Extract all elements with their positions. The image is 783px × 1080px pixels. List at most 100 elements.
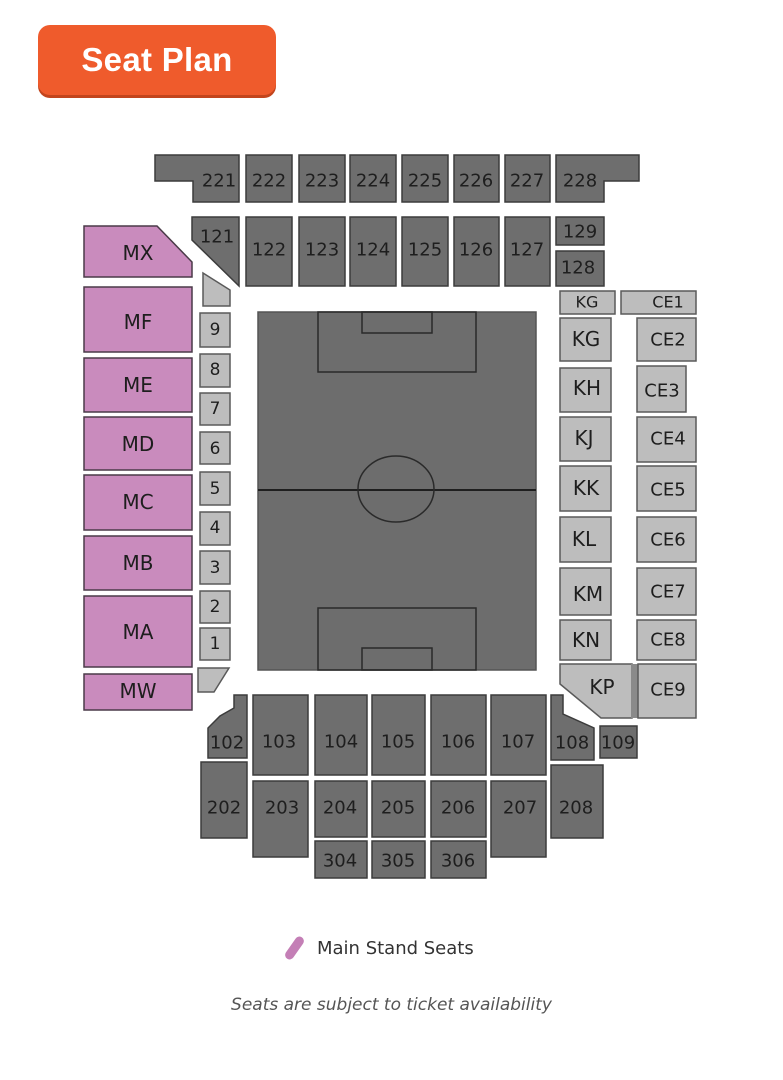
section-125[interactable] [401,216,449,287]
section-227[interactable] [504,154,551,203]
section-105[interactable] [371,694,426,776]
section-corner-sw[interactable] [197,667,231,693]
section-203[interactable] [252,780,309,858]
section-305[interactable] [371,840,426,879]
svg-text:106: 106 [441,732,475,753]
svg-text:CE2: CE2 [650,330,685,351]
section-KH[interactable] [559,367,612,413]
section-123[interactable] [298,216,346,287]
svg-text:KK: KK [573,476,600,500]
svg-text:7: 7 [210,399,221,419]
svg-text:124: 124 [356,240,390,261]
section-108[interactable] [550,694,595,761]
section-102[interactable] [207,694,248,759]
section-6[interactable] [199,431,231,465]
section-KG-top[interactable] [559,290,616,315]
section-MA[interactable] [83,595,193,668]
section-127[interactable] [504,216,551,287]
section-204[interactable] [314,780,368,838]
section-MW[interactable] [83,673,193,711]
svg-text:128: 128 [561,258,595,279]
section-226[interactable] [453,154,500,203]
section-KJ[interactable] [559,416,612,462]
section-2[interactable] [199,590,231,624]
section-CE6[interactable] [636,516,697,563]
section-103[interactable] [252,694,309,776]
pitch [257,311,537,671]
svg-text:CE6: CE6 [650,530,685,551]
section-ME[interactable] [83,357,193,413]
section-CE2[interactable] [636,317,697,362]
section-8[interactable] [199,353,231,388]
svg-text:206: 206 [441,798,475,819]
section-208[interactable] [550,764,604,839]
svg-text:129: 129 [563,222,597,243]
section-225[interactable] [401,154,449,203]
lower-south-stand: 102 103 104 105 106 107 108 109 [207,694,638,776]
section-202[interactable] [200,761,248,839]
section-223[interactable] [298,154,346,203]
section-221[interactable] [154,154,240,203]
svg-text:CE3: CE3 [644,381,679,402]
section-126[interactable] [453,216,500,287]
section-304[interactable] [314,840,368,879]
section-224[interactable] [349,154,397,203]
section-MD[interactable] [83,416,193,471]
section-129[interactable] [555,216,605,246]
section-corner-nw[interactable] [202,271,231,307]
section-KK[interactable] [559,465,612,512]
section-MX[interactable] [83,225,193,278]
section-4[interactable] [199,511,231,546]
section-107[interactable] [490,694,547,776]
section-KN[interactable] [559,619,612,661]
svg-text:CE4: CE4 [650,429,685,450]
svg-text:MA: MA [123,620,154,644]
section-CE9[interactable] [637,663,697,719]
svg-text:5: 5 [210,479,221,499]
section-CE1[interactable] [620,290,697,315]
section-306[interactable] [430,840,487,879]
svg-text:KH: KH [573,376,601,400]
svg-text:208: 208 [559,798,593,819]
svg-text:105: 105 [381,732,415,753]
section-KM[interactable] [559,567,612,616]
section-MB[interactable] [83,535,193,591]
section-CE3[interactable] [636,365,687,413]
section-KL[interactable] [559,516,612,563]
section-9[interactable] [199,312,231,348]
svg-text:4: 4 [210,518,221,538]
section-KP[interactable] [559,663,633,719]
svg-text:304: 304 [323,851,357,872]
section-CE7[interactable] [636,567,697,616]
section-7[interactable] [199,392,231,426]
section-CE5[interactable] [636,465,697,512]
section-104[interactable] [314,694,368,776]
section-106[interactable] [430,694,487,776]
section-109[interactable] [599,725,638,759]
section-228[interactable] [555,154,640,203]
svg-text:8: 8 [210,360,221,380]
section-CE4[interactable] [636,416,697,463]
section-3[interactable] [199,550,231,585]
section-KG[interactable] [559,317,612,362]
section-122[interactable] [245,216,293,287]
section-206[interactable] [430,780,487,838]
section-5[interactable] [199,471,231,506]
east-inner-stand: KG KG KH KJ KK KL KM KN KP [559,290,638,719]
section-205[interactable] [371,780,426,838]
east-outer-stand: CE1 CE2 CE3 CE4 CE5 CE6 CE7 CE8 CE9 [620,290,697,719]
section-124[interactable] [349,216,397,287]
section-207[interactable] [490,780,547,858]
svg-text:204: 204 [323,798,357,819]
section-1[interactable] [199,627,231,661]
section-CE8[interactable] [636,619,697,661]
svg-text:2: 2 [210,597,221,617]
section-121[interactable] [191,216,240,288]
section-MC[interactable] [83,474,193,531]
section-222[interactable] [245,154,293,203]
svg-text:MD: MD [122,432,155,456]
section-MF[interactable] [83,286,193,353]
section-128[interactable] [555,250,605,287]
svg-text:228: 228 [563,171,597,192]
lower-north-stand: 121 122 123 124 125 126 127 129 128 [191,216,605,288]
